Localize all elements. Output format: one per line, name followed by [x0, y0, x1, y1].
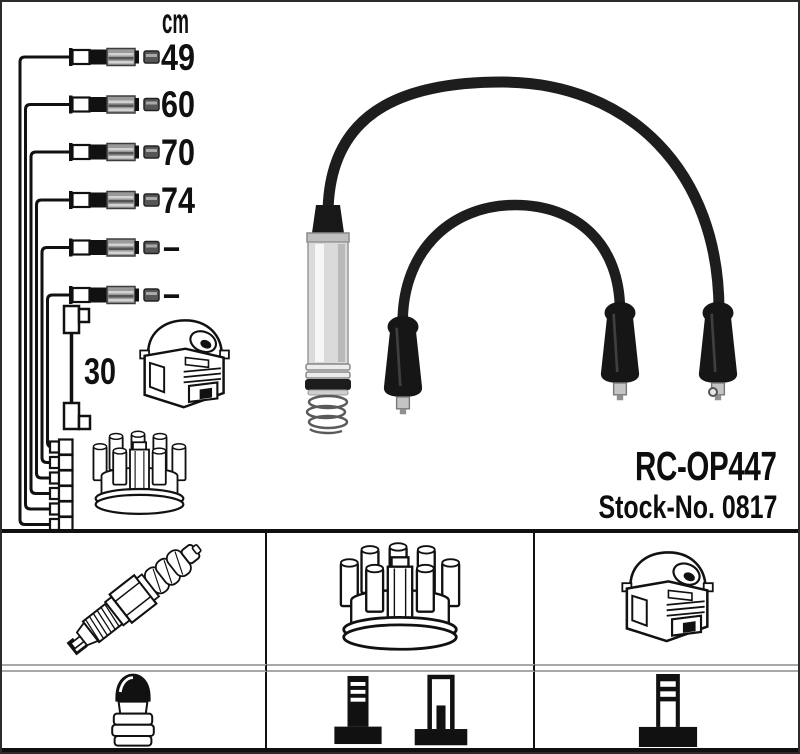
legend-cell-ignition-coil — [535, 533, 800, 664]
cable-row-2: 60 — [67, 84, 195, 125]
legend-cell-distributor-connectors — [267, 672, 535, 748]
distributor-boot — [697, 301, 739, 402]
parts-legend-table — [0, 529, 800, 754]
cable-length-label: 70 — [161, 132, 195, 173]
distributor-cap-icon — [92, 429, 187, 516]
spark-plug-boot-metal — [305, 205, 351, 435]
distributor-connector-socket-icon — [414, 674, 468, 746]
cable-length-diagram: cm 49 60 70 74 – — [18, 2, 231, 530]
stock-number: Stock-No. 0817 — [598, 489, 777, 525]
cable-row-6: – — [67, 273, 180, 314]
row-divider — [267, 664, 535, 672]
cable-row-1: 49 — [67, 37, 195, 78]
product-code: RC-OP447 — [635, 443, 778, 489]
cable-row-5: – — [67, 226, 180, 267]
distributor-boot — [382, 315, 424, 416]
cable-length-label: 74 — [161, 180, 195, 221]
coil-cable: 30 — [62, 304, 116, 431]
distributor-boot — [599, 301, 641, 402]
plug-connector-stack-icon — [48, 438, 74, 530]
ignition-coil-icon — [620, 550, 714, 642]
cable-row-4: 74 — [67, 180, 195, 221]
legend-cell-spark-plug — [0, 533, 267, 664]
product-photo — [305, 76, 739, 435]
cable-length-label: 49 — [161, 37, 195, 78]
legend-cell-plug-connector — [0, 672, 267, 748]
harness-bracket — [18, 55, 70, 526]
ignition-cable-short — [397, 199, 626, 339]
boot-spring — [305, 394, 349, 435]
legend-cell-distributor-cap — [267, 533, 535, 664]
coil-cable-length-label: 30 — [84, 351, 116, 392]
boot-terminal-eyelet — [708, 387, 718, 397]
legend-cell-coil-connector — [535, 672, 800, 748]
ignition-coil-icon — [138, 319, 231, 409]
cable-row-3: 70 — [67, 132, 195, 173]
cable-length-label: – — [163, 273, 180, 314]
spark-plug-icon — [58, 533, 211, 663]
cable-length-label: – — [163, 226, 180, 267]
row-divider — [0, 664, 267, 672]
unit-label: cm — [162, 2, 189, 41]
cable-length-label: 60 — [161, 84, 195, 125]
ignition-cable-long — [322, 76, 725, 319]
spark-plug-connector-icon — [110, 672, 155, 747]
coil-connector-icon — [638, 673, 697, 747]
distributor-cap-icon — [339, 541, 461, 651]
distributor-connector-striped-icon — [334, 675, 382, 745]
row-divider — [535, 664, 800, 672]
